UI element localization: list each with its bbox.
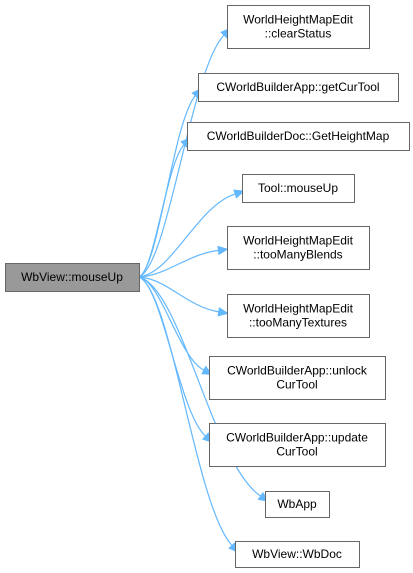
node-label: WorldHeightMapEdit (243, 302, 353, 316)
node-box (235, 541, 360, 568)
callee-node[interactable]: WbView::WbDoc (235, 541, 360, 568)
call-edge (138, 276, 233, 546)
callee-node[interactable]: WorldHeightMapEdit::tooManyTextures (227, 294, 370, 338)
callee-node[interactable]: WorldHeightMapEdit::tooManyBlends (227, 226, 370, 270)
node-box (227, 5, 370, 49)
call-edge (138, 276, 261, 497)
node-box (265, 491, 330, 518)
node-label: WorldHeightMapEdit (243, 13, 353, 27)
call-edge (138, 249, 219, 278)
node-label: CWorldBuilderApp::update (226, 431, 368, 445)
node-box (198, 73, 399, 102)
node-label: ::tooManyBlends (253, 248, 342, 262)
node-box (187, 122, 410, 151)
node-box (209, 356, 386, 400)
node-label: ::clearStatus (265, 27, 332, 41)
node-label: WorldHeightMapEdit (243, 234, 353, 248)
callee-node[interactable]: WbApp (265, 491, 330, 518)
arrowhead (217, 307, 229, 317)
node-label: CWorldBuilderApp::unlock (227, 364, 368, 378)
call-edge (138, 34, 225, 278)
node-label: WbView::WbDoc (252, 547, 342, 561)
call-edge (138, 276, 205, 371)
call-edge (138, 144, 185, 278)
arrowhead (233, 189, 245, 199)
node-box (5, 263, 140, 292)
callee-node[interactable]: CWorldBuilderApp::getCurTool (198, 73, 399, 102)
node-label: CWorldBuilderDoc::GetHeightMap (207, 129, 390, 143)
node-label: CurTool (276, 378, 317, 392)
call-edge (138, 95, 196, 278)
node-label: ::tooManyTextures (249, 316, 347, 330)
node-box (209, 423, 386, 467)
call-edge (138, 276, 219, 313)
node-label: CWorldBuilderApp::getCurTool (216, 80, 379, 94)
call-edge (138, 193, 236, 278)
node-label: WbView::mouseUp (21, 270, 123, 284)
callee-node[interactable]: CWorldBuilderDoc::GetHeightMap (187, 122, 410, 151)
nodes: WbView::mouseUpWorldHeightMapEdit::clear… (5, 5, 410, 568)
callee-node[interactable]: WorldHeightMapEdit::clearStatus (227, 5, 370, 49)
node-box (227, 294, 370, 338)
node-label: WbApp (277, 497, 317, 511)
node-box (242, 174, 355, 203)
node-label: CurTool (276, 445, 317, 459)
edges (138, 27, 270, 554)
callee-node[interactable]: Tool::mouseUp (242, 174, 355, 203)
node-label: Tool::mouseUp (258, 181, 338, 195)
root-function-node[interactable]: WbView::mouseUp (5, 263, 140, 292)
node-box (227, 226, 370, 270)
arrowhead (217, 245, 229, 256)
